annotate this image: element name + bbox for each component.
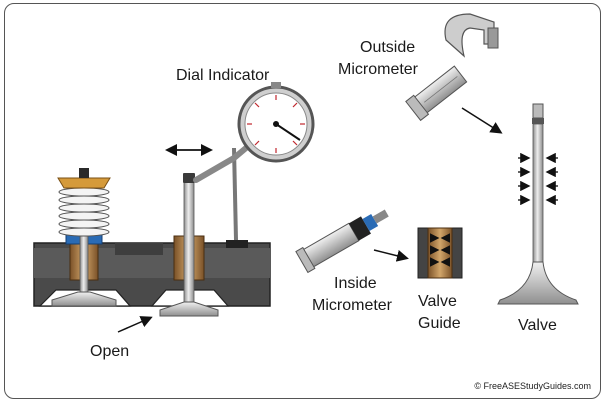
valve-spring (58, 187, 110, 237)
open-arrow (117, 316, 153, 333)
outside-micrometer-label: Micrometer (338, 61, 419, 78)
valve-guide (417, 227, 463, 279)
dial-indicator-label: Dial Indicator (176, 67, 270, 84)
outside-micrometer (405, 13, 499, 122)
valve-standalone (497, 103, 579, 305)
outside-label: Outside (360, 39, 416, 56)
inside-micrometer-arrow (373, 249, 409, 262)
dial-indicator (193, 82, 315, 248)
inside-micrometer (295, 209, 389, 274)
inside-micrometer-label: Micrometer (312, 297, 393, 314)
inside-label: Inside (334, 275, 377, 292)
outside-micrometer-arrow (461, 107, 503, 134)
valve-guide-label-2: Guide (418, 315, 461, 332)
valve-label: Valve (518, 317, 557, 334)
open-label: Open (90, 343, 130, 360)
valve-guide-label-1: Valve (418, 293, 457, 310)
copyright-text: © FreeASEStudyGuides.com (474, 381, 591, 391)
valve-assembly-closed (51, 168, 117, 307)
spring-retainer (57, 177, 111, 189)
valve-assembly-open (159, 173, 219, 317)
